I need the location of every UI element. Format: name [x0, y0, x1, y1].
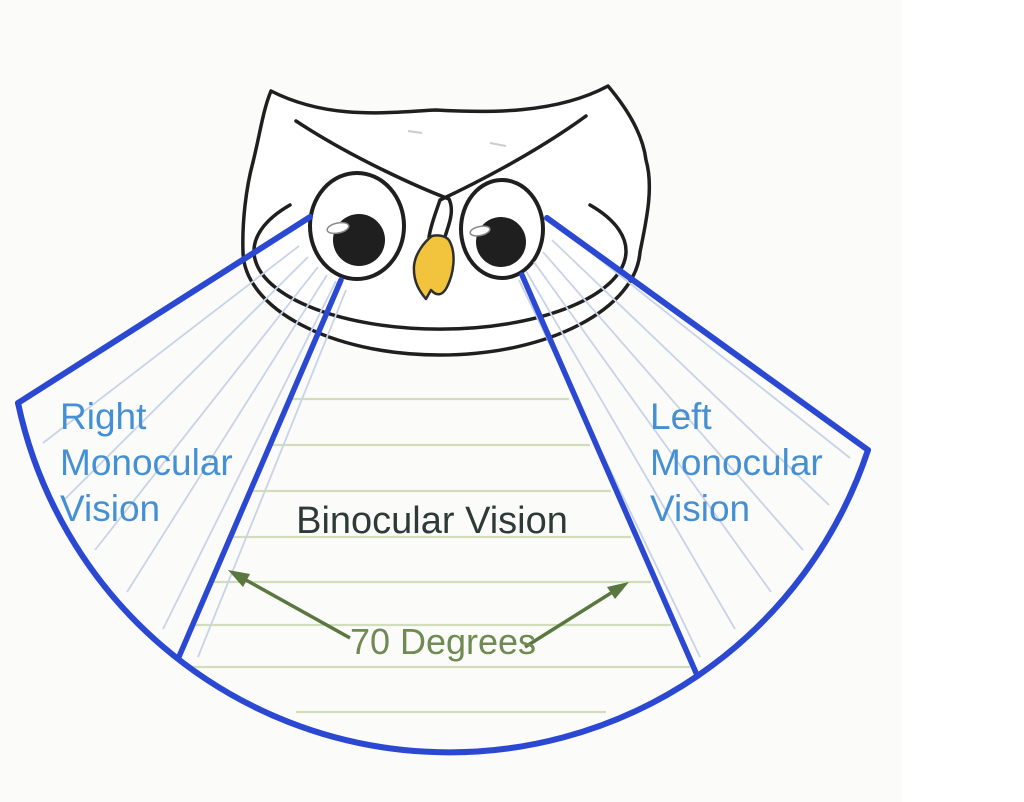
- degrees-arrow-right-line: [524, 591, 612, 649]
- owl-left-brow: [294, 119, 454, 239]
- hatch-line: [94, 266, 319, 551]
- degrees-arrow-left-line: [245, 578, 351, 640]
- label-binocular-vision: Binocular Vision: [296, 500, 568, 542]
- owl-right-pupil: [476, 217, 526, 267]
- forehead-detail-dash: [407, 130, 423, 134]
- binocular-divider-left: [175, 277, 344, 662]
- owl-left-pupil: [333, 214, 385, 266]
- hatch-line: [126, 274, 328, 593]
- hatch-line: [42, 245, 300, 444]
- hatch-line: [162, 280, 337, 630]
- degrees-arrows: [228, 570, 629, 649]
- degrees-arrow-right-head: [607, 582, 629, 599]
- owl-left-eye-highlight: [326, 221, 350, 235]
- label-right-monocular-line2: Monocular: [60, 442, 233, 483]
- owl-right-brow: [427, 114, 588, 239]
- hatch-line: [533, 261, 772, 593]
- field-boundary-left: [15, 214, 313, 406]
- forehead-detail-dash: [489, 142, 507, 147]
- degrees-arrow-left-head: [228, 570, 250, 587]
- owl-right-eye-highlight: [469, 225, 491, 237]
- diagram-labels: Right Monocular Vision Left Monocular Vi…: [60, 396, 823, 662]
- owl-beak: [412, 234, 455, 301]
- monocular-hatch-lines-right-field: [42, 245, 347, 658]
- label-left-monocular-line3: Vision: [650, 488, 750, 529]
- hatch-line: [559, 227, 851, 459]
- hatch-line: [525, 270, 736, 630]
- label-right-monocular-line3: Vision: [60, 488, 160, 529]
- vision-field-outline: [15, 214, 871, 756]
- hatch-line: [64, 256, 309, 500]
- label-70-degrees: 70 Degrees: [350, 621, 536, 662]
- binocular-grid-lines: [189, 397, 690, 714]
- label-left-monocular-line2: Monocular: [650, 442, 823, 483]
- field-bottom-arc: [15, 400, 871, 756]
- label-right-monocular-line1: Right: [60, 396, 147, 437]
- hatch-line: [542, 251, 804, 551]
- owl-head-outline: [241, 84, 652, 357]
- binocular-divider-right: [519, 272, 700, 678]
- hatch-line: [551, 239, 830, 506]
- field-boundary-right: [544, 215, 871, 453]
- label-left-monocular-line1: Left: [650, 396, 712, 437]
- hatch-line: [197, 289, 347, 658]
